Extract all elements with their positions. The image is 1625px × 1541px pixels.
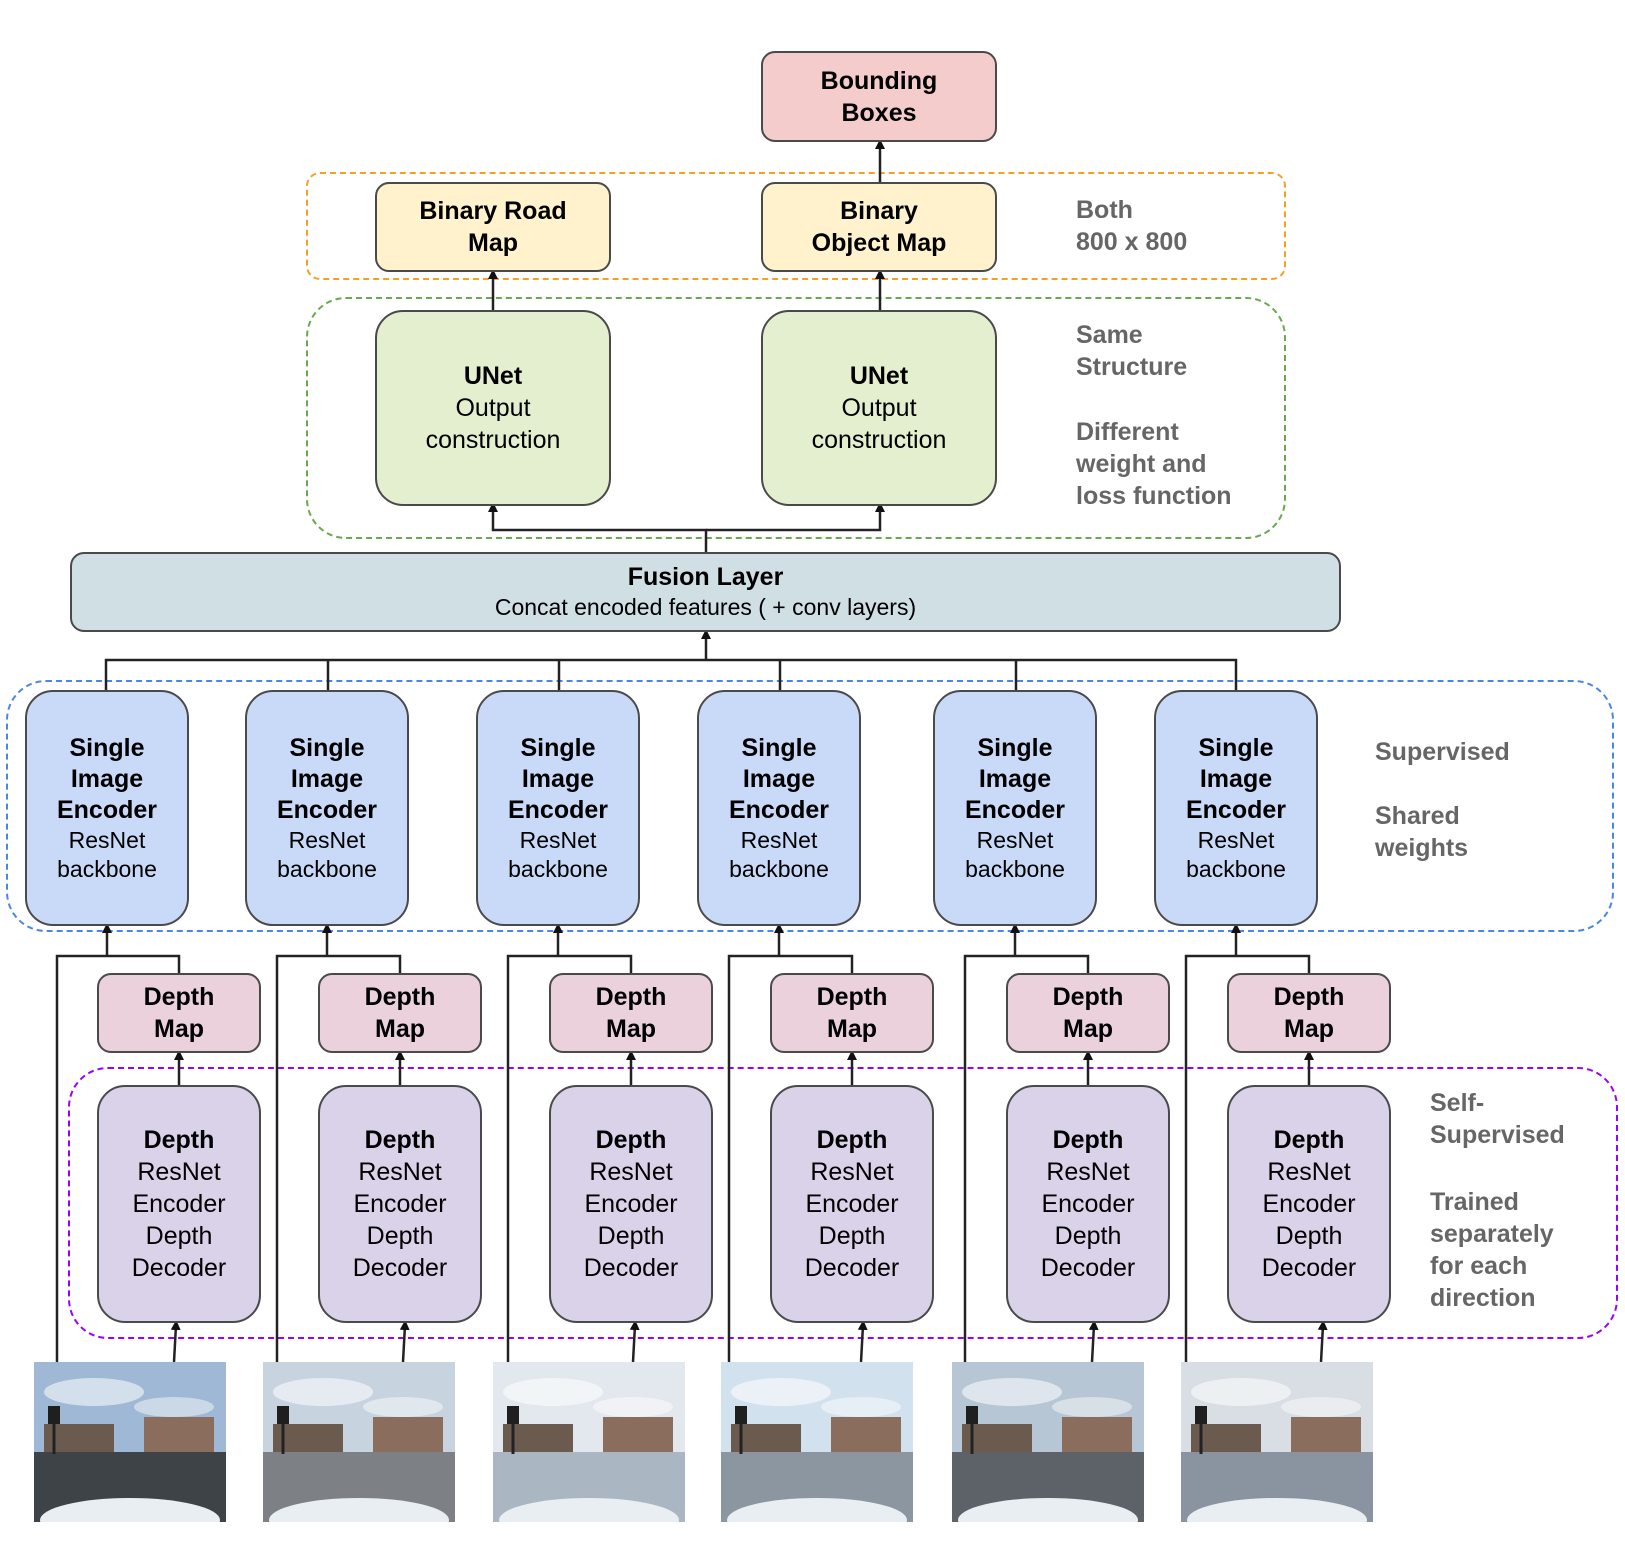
unet-group: [306, 297, 1286, 539]
encoder-subtitle: ResNet backbone: [508, 826, 608, 882]
depth-network-lines: ResNet Encoder Depth Decoder: [1261, 1158, 1357, 1282]
encoder-supervised-note: Supervised: [1375, 738, 1510, 766]
encoder-title: Single Image Encoder: [56, 733, 158, 824]
depth-map-label: Depth Map: [1273, 983, 1345, 1043]
encoder-group: [6, 680, 1614, 932]
encoder-title: Single Image Encoder: [728, 733, 830, 824]
encoder-title: Single Image Encoder: [276, 733, 378, 824]
unet-road-subtitle: Output construction: [425, 394, 561, 454]
depth-network-node: Depth ResNet Encoder Depth Decoder: [770, 1085, 934, 1323]
bounding-boxes-label: Bounding Boxes: [820, 66, 938, 127]
encoder-shared-note: Shared weights: [1375, 802, 1469, 862]
depth-network-title: Depth: [1273, 1126, 1345, 1154]
unet-structure-note: Same Structure: [1076, 321, 1188, 381]
depth-trained-note: Trained separately for each direction: [1430, 1188, 1554, 1312]
camera-image: [1181, 1362, 1373, 1522]
single-image-encoder-node: Single Image Encoder ResNet backbone: [697, 690, 861, 926]
camera-image: [721, 1362, 913, 1522]
single-image-encoder-node: Single Image Encoder ResNet backbone: [476, 690, 640, 926]
depth-map-label: Depth Map: [143, 983, 215, 1043]
depth-network-title: Depth: [816, 1126, 888, 1154]
depth-network-title: Depth: [595, 1126, 667, 1154]
depth-network-title: Depth: [143, 1126, 215, 1154]
depth-network-group: [68, 1067, 1618, 1339]
binary-maps-note: Both 800 x 800: [1076, 196, 1188, 256]
depth-network-title: Depth: [1052, 1126, 1124, 1154]
camera-image: [263, 1362, 455, 1522]
encoder-subtitle: ResNet backbone: [729, 826, 829, 882]
single-image-encoder-node: Single Image Encoder ResNet backbone: [933, 690, 1097, 926]
unet-object-subtitle: Output construction: [811, 394, 947, 454]
depth-network-node: Depth ResNet Encoder Depth Decoder: [1006, 1085, 1170, 1323]
binary-object-map-node: Binary Object Map: [761, 182, 997, 272]
unet-road-title: UNet: [463, 362, 523, 390]
unet-object-node: UNet Output construction: [761, 310, 997, 506]
depth-map-node: Depth Map: [549, 973, 713, 1053]
output-maps-group: [306, 172, 1286, 280]
depth-map-node: Depth Map: [1227, 973, 1391, 1053]
depth-network-node: Depth ResNet Encoder Depth Decoder: [97, 1085, 261, 1323]
depth-network-node: Depth ResNet Encoder Depth Decoder: [318, 1085, 482, 1323]
depth-map-node: Depth Map: [97, 973, 261, 1053]
depth-network-lines: ResNet Encoder Depth Decoder: [804, 1158, 900, 1282]
depth-network-node: Depth ResNet Encoder Depth Decoder: [549, 1085, 713, 1323]
unet-weights-note: Different weight and loss function: [1076, 418, 1232, 510]
depth-network-lines: ResNet Encoder Depth Decoder: [1040, 1158, 1136, 1282]
fusion-layer-subtitle: Concat encoded features ( + conv layers): [494, 594, 917, 620]
camera-image: [493, 1362, 685, 1522]
fusion-layer-title: Fusion Layer: [627, 563, 784, 591]
single-image-encoder-node: Single Image Encoder ResNet backbone: [245, 690, 409, 926]
encoder-subtitle: ResNet backbone: [1186, 826, 1286, 882]
encoder-title: Single Image Encoder: [1185, 733, 1287, 824]
depth-map-label: Depth Map: [1052, 983, 1124, 1043]
encoder-title: Single Image Encoder: [964, 733, 1066, 824]
depth-network-node: Depth ResNet Encoder Depth Decoder: [1227, 1085, 1391, 1323]
unet-road-node: UNet Output construction: [375, 310, 611, 506]
bounding-boxes-node: Bounding Boxes: [761, 51, 997, 142]
depth-network-lines: ResNet Encoder Depth Decoder: [131, 1158, 227, 1282]
depth-self-supervised-note: Self- Supervised: [1430, 1089, 1565, 1149]
binary-road-map-node: Binary Road Map: [375, 182, 611, 272]
camera-image: [34, 1362, 226, 1522]
depth-map-node: Depth Map: [318, 973, 482, 1053]
depth-network-lines: ResNet Encoder Depth Decoder: [583, 1158, 679, 1282]
depth-map-label: Depth Map: [816, 983, 888, 1043]
depth-network-title: Depth: [364, 1126, 436, 1154]
camera-image: [952, 1362, 1144, 1522]
single-image-encoder-node: Single Image Encoder ResNet backbone: [25, 690, 189, 926]
encoder-title: Single Image Encoder: [507, 733, 609, 824]
binary-road-map-label: Binary Road Map: [419, 197, 567, 257]
fusion-layer-node: Fusion Layer Concat encoded features ( +…: [70, 552, 1341, 632]
encoder-subtitle: ResNet backbone: [277, 826, 377, 882]
unet-object-title: UNet: [849, 362, 909, 390]
encoder-subtitle: ResNet backbone: [965, 826, 1065, 882]
depth-map-label: Depth Map: [595, 983, 667, 1043]
encoder-subtitle: ResNet backbone: [57, 826, 157, 882]
binary-object-map-label: Binary Object Map: [811, 197, 947, 257]
depth-map-node: Depth Map: [770, 973, 934, 1053]
depth-map-node: Depth Map: [1006, 973, 1170, 1053]
single-image-encoder-node: Single Image Encoder ResNet backbone: [1154, 690, 1318, 926]
depth-map-label: Depth Map: [364, 983, 436, 1043]
depth-network-lines: ResNet Encoder Depth Decoder: [352, 1158, 448, 1282]
